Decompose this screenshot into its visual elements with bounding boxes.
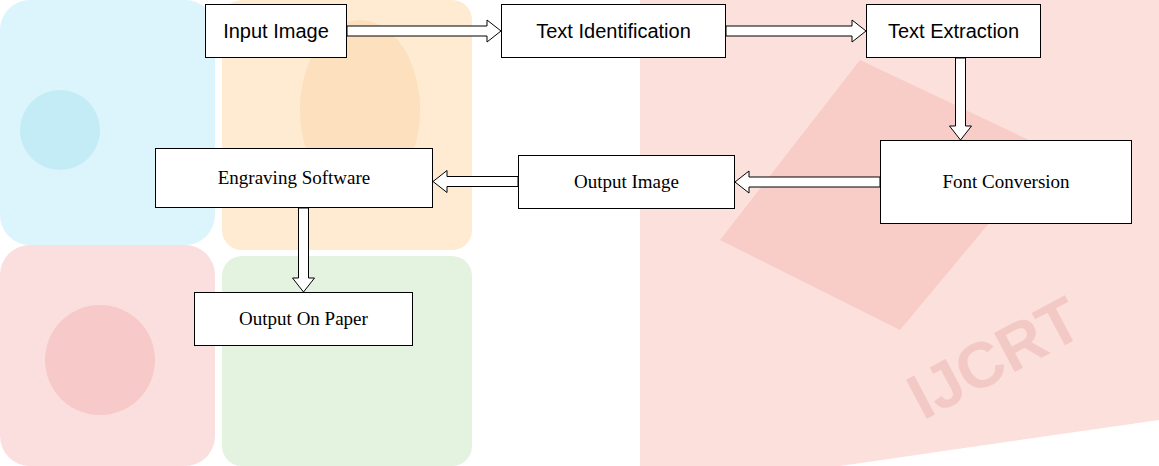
box-label: Output Image [574, 171, 679, 193]
watermark-shape [45, 305, 155, 415]
watermark-shape [0, 245, 215, 466]
block-arrow [735, 171, 880, 193]
box-label: Input Image [223, 20, 329, 43]
block-arrow [726, 20, 866, 42]
process-box: Output On Paper [194, 292, 413, 346]
process-box: Engraving Software [155, 148, 433, 208]
process-box: Text Extraction [866, 4, 1041, 58]
watermark-shape [222, 0, 472, 250]
box-label: Text Extraction [888, 20, 1019, 43]
box-label: Font Conversion [942, 171, 1069, 193]
watermark-shape [0, 0, 215, 245]
block-arrow [293, 208, 315, 292]
box-label: Engraving Software [218, 167, 370, 189]
block-arrow [950, 58, 972, 140]
process-box: Output Image [518, 155, 735, 209]
process-box: Input Image [205, 4, 347, 58]
block-arrow [347, 20, 501, 42]
watermark-shape [640, 0, 1159, 466]
box-label: Output On Paper [239, 308, 368, 330]
box-label: Text Identification [536, 20, 691, 43]
process-box: Font Conversion [880, 140, 1132, 224]
watermark-shape [222, 256, 472, 466]
process-box: Text Identification [501, 4, 726, 58]
block-arrow [433, 171, 518, 193]
watermark-shape [20, 90, 100, 170]
